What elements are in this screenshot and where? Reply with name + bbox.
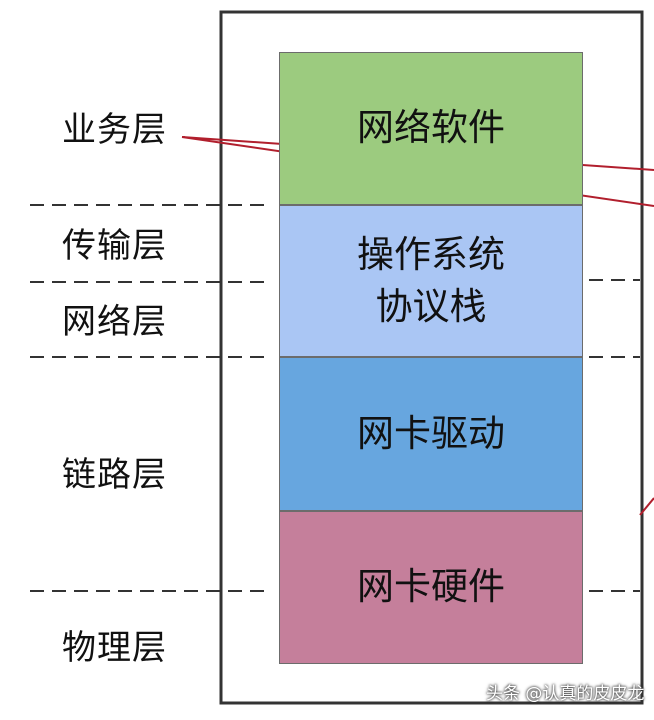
network-software-label: 网络软件 [357,106,505,150]
layer-label-network: 网络层 [62,302,167,342]
os-stack-label-line-2: 协议栈 [375,284,487,328]
outer-frame [219,10,644,705]
nic-hardware-block: 网卡硬件 [279,511,583,664]
callout-line-bottom [639,497,654,516]
os-stack-label-line-1: 操作系统 [357,233,505,277]
nic-hardware-label: 网卡硬件 [357,565,505,609]
layer-label-transport: 传输层 [62,226,167,266]
layer-label-business: 业务层 [62,110,167,150]
network-software-block: 网络软件 [279,52,583,205]
nic-driver-block: 网卡驱动 [279,357,583,511]
layer-label-link: 链路层 [62,455,167,495]
watermark: 头条 @认真的皮皮龙 [486,684,645,704]
os-protocol-stack-block: 操作系统 协议栈 [279,205,583,357]
layer-label-physical: 物理层 [62,628,167,668]
os-protocol-stack-text: 操作系统 协议栈 [357,232,505,330]
nic-driver-label: 网卡驱动 [357,411,505,455]
